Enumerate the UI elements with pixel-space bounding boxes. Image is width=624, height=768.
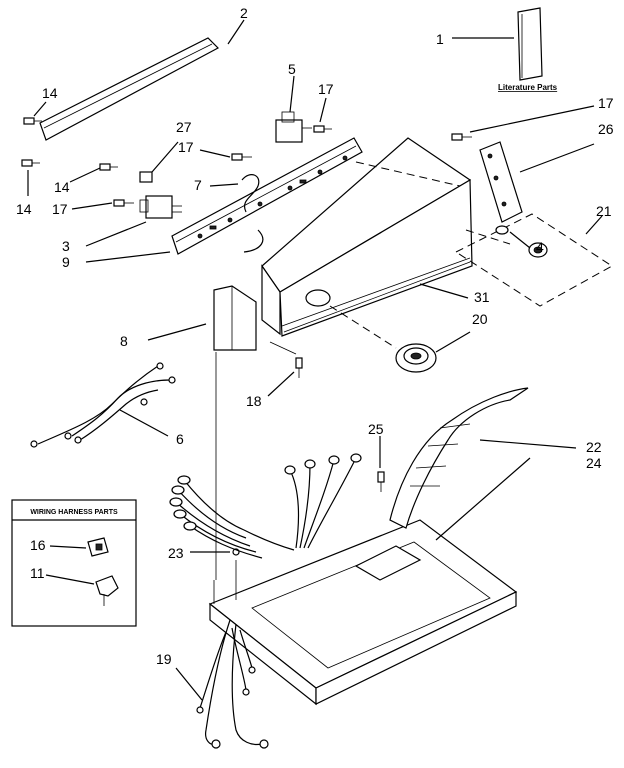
callout-17-upper-left: 17 bbox=[178, 139, 194, 155]
part-18-screw bbox=[267, 341, 303, 397]
part-7-wire bbox=[209, 174, 264, 253]
callout-14-bottom: 14 bbox=[16, 201, 32, 217]
part-1-literature bbox=[452, 7, 543, 81]
screw-14-mid bbox=[21, 159, 40, 167]
callout-19: 19 bbox=[156, 651, 172, 667]
callout-24: 24 bbox=[586, 455, 602, 471]
callout-2: 2 bbox=[240, 5, 248, 21]
part-16-connector bbox=[49, 537, 109, 557]
part-31-console bbox=[261, 137, 511, 337]
wiring-harness-parts-box: WIRING HARNESS PARTS bbox=[11, 499, 137, 627]
callout-14-top: 14 bbox=[42, 85, 58, 101]
callout-26: 26 bbox=[598, 121, 614, 137]
callout-27: 27 bbox=[176, 119, 192, 135]
callout-9: 9 bbox=[62, 254, 70, 270]
callout-17-left: 17 bbox=[52, 201, 68, 217]
callout-18: 18 bbox=[246, 393, 262, 409]
part-14-screws bbox=[21, 101, 118, 196]
callout-4: 4 bbox=[536, 239, 544, 255]
callout-20: 20 bbox=[472, 311, 488, 327]
callout-7: 7 bbox=[194, 177, 202, 193]
part-2-rear-panel bbox=[39, 19, 245, 141]
callout-23: 23 bbox=[168, 545, 184, 561]
callout-17-right: 17 bbox=[598, 95, 614, 111]
part-24-cabinet-top bbox=[208, 457, 531, 706]
part-25-screw bbox=[377, 436, 385, 492]
callout-21: 21 bbox=[596, 203, 612, 219]
part-11-terminal bbox=[45, 574, 119, 606]
screw-14-right bbox=[99, 163, 118, 171]
screw-14-top bbox=[23, 117, 42, 125]
harness-bundles bbox=[169, 453, 362, 559]
part-17-screws-left bbox=[71, 149, 252, 210]
literature-parts-label: Literature Parts bbox=[498, 83, 558, 92]
part-3-switch bbox=[85, 195, 182, 247]
part-26-bracket bbox=[451, 105, 595, 223]
part-27-clip bbox=[139, 141, 179, 183]
part-19-lower-harness bbox=[175, 619, 269, 749]
callout-16: 16 bbox=[30, 537, 46, 553]
callout-22: 22 bbox=[586, 439, 602, 455]
part-20-knob bbox=[329, 305, 471, 373]
part-8-end-cap bbox=[147, 285, 257, 580]
callout-3: 3 bbox=[62, 238, 70, 254]
callout-17-middle: 17 bbox=[318, 81, 334, 97]
part-21-kit bbox=[454, 213, 613, 307]
part-23-clip bbox=[190, 548, 240, 556]
callout-11: 11 bbox=[30, 565, 45, 581]
wiring-box-title: WIRING HARNESS PARTS bbox=[30, 509, 118, 516]
callout-1: 1 bbox=[436, 31, 444, 47]
callout-31: 31 bbox=[474, 289, 490, 305]
part-9-control-bracket bbox=[85, 137, 363, 263]
callout-8: 8 bbox=[120, 333, 128, 349]
callout-25: 25 bbox=[368, 421, 384, 437]
part-22-duct bbox=[389, 387, 577, 529]
part-5-thermostat bbox=[275, 75, 312, 143]
part-6-harness bbox=[30, 362, 176, 448]
callout-6: 6 bbox=[176, 431, 184, 447]
callout-5: 5 bbox=[288, 61, 296, 77]
callout-14-mid: 14 bbox=[54, 179, 70, 195]
part-17-screw-mid bbox=[313, 97, 332, 133]
